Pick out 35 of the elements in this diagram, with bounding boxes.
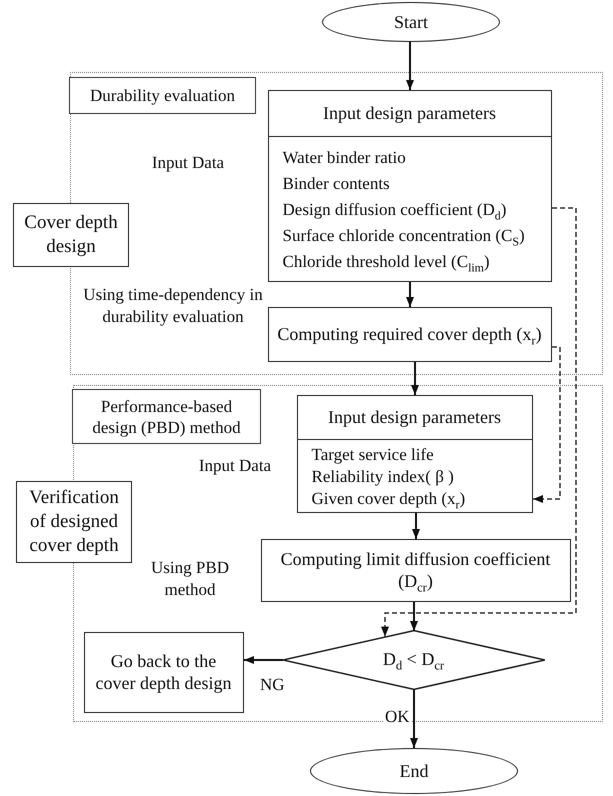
dashed-arrow xyxy=(381,207,577,637)
parameter-text: Reliability index( β ) xyxy=(310,466,455,488)
side-note: Input Data xyxy=(198,455,272,477)
box-header: Input design parameters xyxy=(268,90,550,136)
parameter-text: Target service life xyxy=(310,444,435,466)
section-heading: Durability evaluation xyxy=(69,77,256,114)
parameter-text: Chloride threshold level (C$_{lim}$) xyxy=(282,250,491,274)
parameter-text: Binder contents xyxy=(282,172,391,194)
side-note: Using time-dependency in durability evaluation xyxy=(82,284,264,328)
side-label-box: Cover depth design xyxy=(13,203,129,267)
arrow xyxy=(410,690,418,748)
arrow xyxy=(244,656,283,664)
side-note: Using PBD method xyxy=(150,557,230,602)
arrow xyxy=(406,41,414,90)
arrow xyxy=(411,362,419,395)
decision-diamond: D$_{d}$ < D$_{cr}$ xyxy=(282,630,544,690)
side-note: Input Data xyxy=(150,152,226,174)
terminal-ellipse: End xyxy=(310,748,518,794)
input-box xyxy=(268,90,552,282)
section-heading: Performance-based design (PBD) method xyxy=(72,389,261,444)
parameter-text: Surface chloride concentration (C$_{S}$) xyxy=(282,224,526,248)
input-box xyxy=(296,394,532,512)
arrow xyxy=(410,602,418,631)
arrow xyxy=(412,513,420,539)
process-box: Go back to the cover depth design xyxy=(84,632,244,712)
box-header: Input design parameters xyxy=(298,396,532,440)
parameter-text: Design diffusion coefficient (D$_{d}$) xyxy=(282,198,508,222)
process-box: Computing required cover depth (x$_{r}$) xyxy=(268,306,552,362)
arrow xyxy=(406,282,414,307)
process-box: Computing limit diffusion coefficient (D$_{cr}$) xyxy=(260,538,570,602)
side-label-box: Verification of designed cover depth xyxy=(16,481,132,563)
parameter-text: Water binder ratio xyxy=(282,146,407,168)
dashed-arrow xyxy=(533,346,561,503)
parameter-text: Given cover depth (x$_{r}$) xyxy=(310,488,466,510)
terminal-ellipse: Start xyxy=(322,2,500,42)
